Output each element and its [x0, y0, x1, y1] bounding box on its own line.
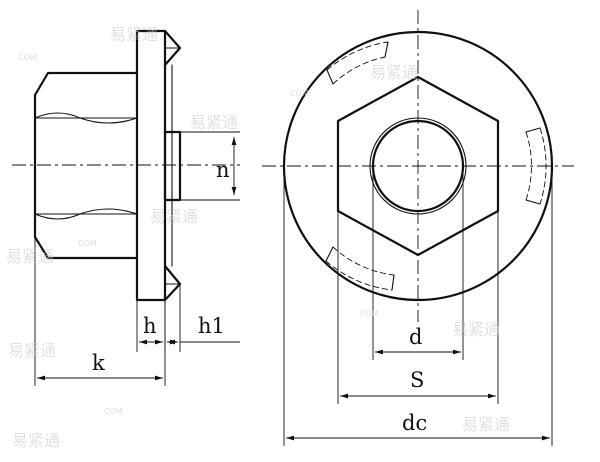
watermarks: 易紧通 COM 易紧通 易紧通 COM 易紧通 易紧通 COM 易紧通 易紧通 … — [6, 25, 510, 450]
dimension-k: k — [34, 237, 166, 386]
label-S: S — [410, 368, 424, 392]
dimension-h: h h1 — [136, 284, 240, 352]
slot-top-left — [326, 41, 389, 71]
watermark-text: 易紧通 — [12, 431, 60, 450]
label-k: k — [92, 351, 105, 375]
hex-top-chamfer — [34, 112, 138, 124]
watermark-text: 易紧通 — [370, 63, 418, 82]
watermark-text: 易紧通 — [8, 341, 56, 360]
label-d: d — [409, 325, 422, 349]
watermark-text: 易紧通 — [190, 113, 238, 132]
watermark-domain: COM — [360, 309, 379, 318]
dimension-d: d — [372, 172, 464, 360]
slot-bottom-left — [325, 260, 393, 291]
watermark-domain: COM — [104, 407, 123, 416]
slot-bottom-left-end-b — [391, 274, 395, 291]
front-view — [262, 10, 574, 322]
watermark-domain: COM — [78, 239, 97, 248]
slot-top-left-end-a — [326, 69, 334, 85]
slot-right-end-b — [525, 199, 541, 205]
watermark-text: 易紧通 — [110, 25, 158, 44]
dimension-S: S — [337, 211, 499, 404]
flange-bottom-tooth — [163, 264, 182, 302]
flange-outline — [135, 29, 167, 302]
hex-body-outline — [33, 71, 139, 260]
watermark-text: 易紧通 — [6, 247, 54, 266]
dimension-dc: dc — [283, 166, 553, 446]
label-h: h — [143, 314, 157, 338]
dimension-n: n — [180, 131, 240, 201]
watermark-text: 易紧通 — [462, 415, 510, 434]
label-h1: h1 — [198, 314, 225, 338]
watermark-text: 易紧通 — [150, 207, 198, 226]
watermark-domain: COM — [18, 53, 37, 62]
slot-bottom-left-end-a — [325, 246, 334, 262]
slot-right-end-a — [525, 127, 541, 133]
watermark-text: 易紧通 — [452, 320, 500, 339]
hex-bottom-chamfer — [34, 208, 138, 220]
slot-top-left-end-b — [384, 41, 389, 58]
label-n: n — [216, 158, 230, 182]
watermark-domain: COM — [290, 89, 309, 98]
label-dc: dc — [402, 411, 427, 435]
slot-top-left-inner — [332, 56, 386, 85]
thread-circle — [372, 120, 464, 212]
slot-bottom-left-inner — [332, 246, 395, 276]
slot-right-inner — [525, 131, 532, 201]
